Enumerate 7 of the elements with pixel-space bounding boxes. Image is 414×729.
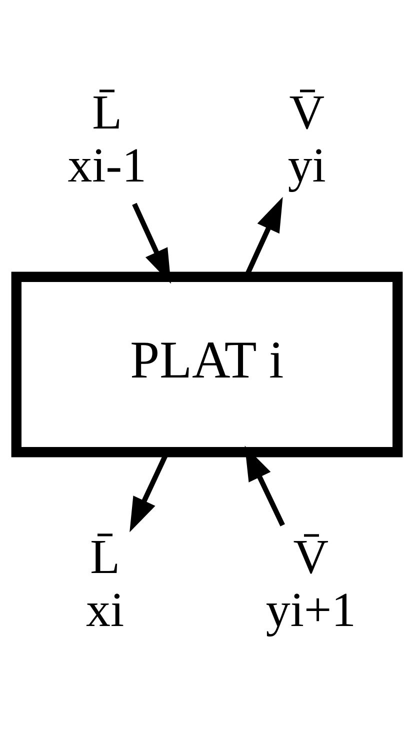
node-text: L̄ xi-1 <box>68 84 147 192</box>
arrow <box>244 446 285 526</box>
node-box: PLAT i <box>11 272 403 458</box>
node-text: L̄ xi <box>86 528 124 637</box>
node-text: V̄ yi <box>288 84 326 192</box>
node-text: V̄ yi+1 <box>266 528 356 637</box>
arrow <box>132 202 171 284</box>
